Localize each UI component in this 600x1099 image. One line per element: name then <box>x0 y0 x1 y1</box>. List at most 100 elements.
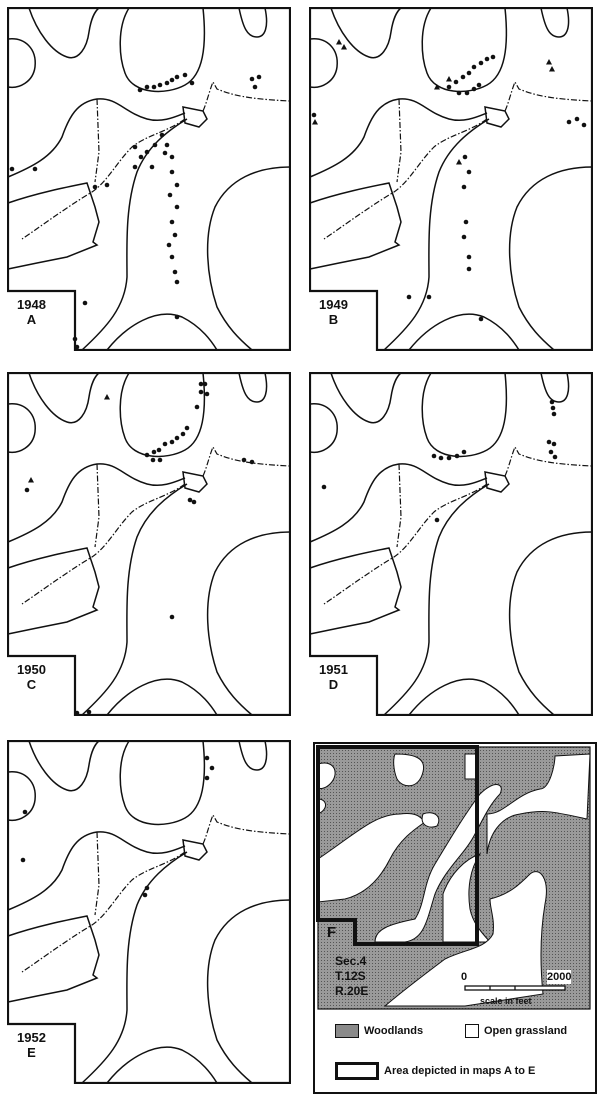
sighting-dot <box>426 294 432 300</box>
sighting-dot <box>184 425 190 431</box>
sighting-dot <box>466 266 472 272</box>
sighting-dot <box>187 497 193 503</box>
sighting-dot <box>144 149 150 155</box>
legend-woodlands: Woodlands <box>335 1024 423 1038</box>
sighting-triangle <box>446 76 452 82</box>
sighting-triangle <box>28 477 34 483</box>
map-year: 1948 <box>17 297 46 312</box>
sighting-dot <box>74 344 80 350</box>
sighting-dot <box>174 204 180 210</box>
sighting-dot <box>209 765 215 771</box>
range-label: R.20E <box>335 984 369 998</box>
map-year: 1951 <box>319 662 348 677</box>
sighting-dot <box>174 74 180 80</box>
sighting-dot <box>151 84 157 90</box>
sighting-dot <box>189 80 195 86</box>
sighting-dot <box>169 219 175 225</box>
map-panel-f: F Sec.4 T.12S R.20E 0 2000 scale in feet… <box>313 742 597 1094</box>
sighting-dot <box>169 614 175 620</box>
sighting-dot <box>159 132 165 138</box>
sighting-dot <box>204 775 210 781</box>
sighting-dot <box>144 885 150 891</box>
sighting-dot <box>150 457 156 463</box>
legend-area-depicted: Area depicted in maps A to E <box>335 1062 535 1080</box>
legend-open-grassland: Open grassland <box>465 1024 567 1038</box>
sighting-dot <box>431 453 437 459</box>
sighting-dot <box>180 431 186 437</box>
sighting-dot <box>172 232 178 238</box>
sighting-dot <box>169 254 175 260</box>
sighting-dot <box>137 87 143 93</box>
sighting-dot <box>456 90 462 96</box>
scale-bar <box>464 985 566 991</box>
scale-start: 0 <box>461 971 468 983</box>
map-d <box>309 372 593 716</box>
sighting-dot <box>24 487 30 493</box>
township-label: T.12S <box>335 969 366 983</box>
sighting-dot <box>162 441 168 447</box>
sighting-dot <box>490 54 496 60</box>
sighting-dot <box>20 857 26 863</box>
sighting-dot <box>198 381 204 387</box>
scale-label: scale in feet <box>480 996 532 1006</box>
sighting-dot <box>566 119 572 125</box>
sighting-dot <box>202 381 208 387</box>
woodland-map <box>316 745 591 1010</box>
sighting-dot <box>74 710 80 716</box>
legend-label: Area depicted in maps A to E <box>384 1065 536 1077</box>
sighting-dot <box>476 82 482 88</box>
sighting-dot <box>241 457 247 463</box>
sighting-dot <box>162 150 168 156</box>
sighting-dot <box>552 454 558 460</box>
map-year: 1950 <box>17 662 46 677</box>
sighting-dot <box>252 84 258 90</box>
sighting-dot <box>466 169 472 175</box>
sighting-dot <box>549 399 555 405</box>
legend-label: Open grassland <box>484 1025 568 1037</box>
sighting-dot <box>463 219 469 225</box>
sighting-dot <box>151 449 157 455</box>
sighting-dot <box>142 892 148 898</box>
sighting-triangle <box>336 39 342 45</box>
map-c <box>7 372 291 716</box>
sighting-dot <box>194 404 200 410</box>
woodland-swatch <box>335 1024 359 1038</box>
sighting-dot <box>166 242 172 248</box>
sighting-dot <box>311 112 317 118</box>
legend-label: Woodlands <box>364 1025 424 1037</box>
sighting-dot <box>434 517 440 523</box>
sighting-dot <box>460 74 466 80</box>
map-year: 1952 <box>17 1030 46 1045</box>
sighting-dot <box>406 294 412 300</box>
sighting-triangle <box>341 44 347 50</box>
sighting-dot <box>256 74 262 80</box>
sighting-dot <box>72 336 78 342</box>
sighting-dot <box>581 122 587 128</box>
sighting-dot <box>454 453 460 459</box>
sighting-dot <box>471 64 477 70</box>
sighting-dot <box>92 184 98 190</box>
sighting-dot <box>132 144 138 150</box>
sighting-dot <box>82 300 88 306</box>
sighting-dot <box>22 809 28 815</box>
sighting-triangle <box>549 66 555 72</box>
sighting-triangle <box>312 119 318 125</box>
map-letter: C <box>26 677 37 692</box>
sighting-dot <box>138 154 144 160</box>
map-a <box>7 7 291 351</box>
map-letter: B <box>328 312 339 327</box>
map-e <box>7 740 291 1084</box>
sighting-dot <box>169 439 175 445</box>
sighting-dot <box>174 279 180 285</box>
section-label: Sec.4 <box>335 954 367 968</box>
sighting-dot <box>438 455 444 461</box>
sighting-dot <box>466 70 472 76</box>
sighting-triangle <box>456 159 462 165</box>
scale-end: 2000 <box>547 970 572 984</box>
sighting-dot <box>464 90 470 96</box>
sighting-dot <box>172 269 178 275</box>
